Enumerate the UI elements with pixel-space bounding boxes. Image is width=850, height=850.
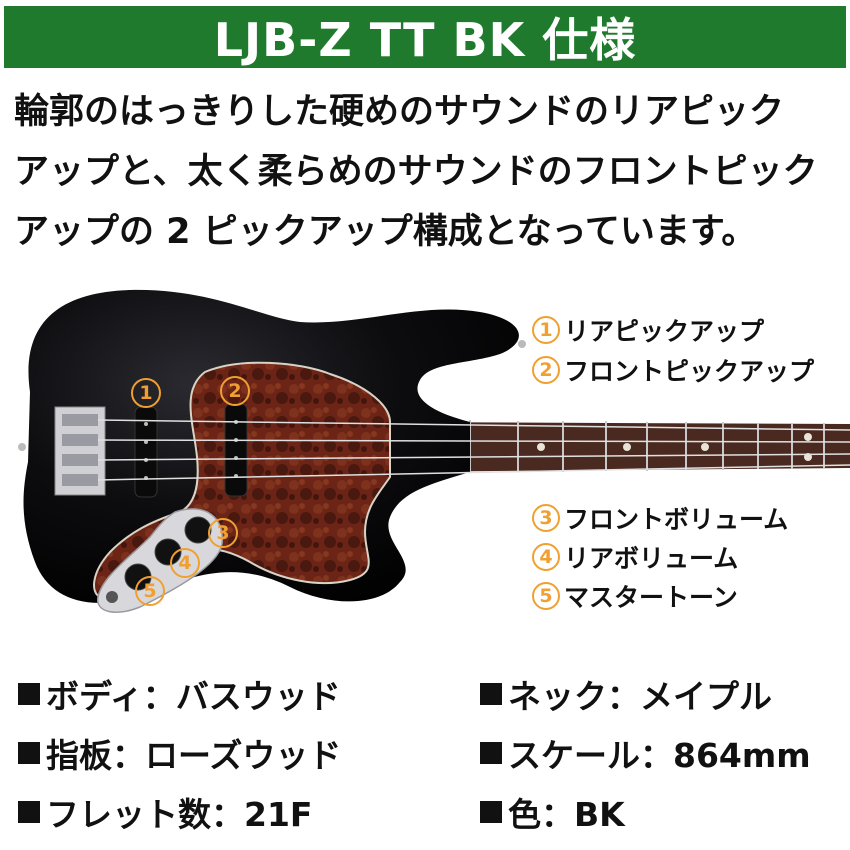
strap-pin [18,443,26,451]
spec-text: スケール：864mm [508,736,811,775]
callout-number: 1 [532,316,560,344]
bullet-square [18,801,40,823]
callout-front-pickup: 2 フロントピックアップ [532,352,814,388]
title-banner: LJB-Z TT BK 仕様 [4,6,846,68]
page-title: LJB-Z TT BK 仕様 [213,13,637,67]
badge-front-volume: 3 [208,518,238,548]
callout-number: 2 [532,356,560,384]
callout-label: リアボリューム [564,544,739,573]
callout-rear-volume: 4 リアボリューム [532,539,738,575]
knob-front-volume [184,516,212,544]
callout-label: フロントボリューム [564,505,789,534]
spec-body: ボディ：バスウッド [18,672,341,716]
callout-master-tone: 5 マスタートーン [532,578,738,614]
front-pickup [224,403,248,497]
spec-text: フレット数：21F [46,795,313,834]
intro-line: 輪郭のはっきりした硬めのサウンドのリアピック [14,92,785,132]
bullet-square [480,683,502,705]
spec-scale: スケール：864mm [480,731,811,775]
spec-neck: ネック：メイプル [480,672,772,716]
strings [97,419,850,481]
callout-rear-pickup: 1 リアピックアップ [532,312,764,348]
badge-master-tone: 5 [135,576,165,606]
callout-number: 4 [532,543,560,571]
spec-text: 指板：ローズウッド [46,736,342,775]
callout-front-volume: 3 フロントボリューム [532,500,788,536]
callout-label: フロントピックアップ [564,357,815,386]
callout-number: 5 [532,582,560,610]
output-jack [106,591,118,603]
spec-text: 色：BK [508,795,625,834]
badge-front-pickup: 2 [220,376,250,406]
spec-color: 色：BK [480,790,625,834]
callout-label: リアピックアップ [564,317,765,346]
bullet-square [18,683,40,705]
intro-text: 輪郭のはっきりした硬めのサウンドのリアピック アップと、太く柔らめのサウンドのフ… [14,82,844,262]
intro-line: アップの 2 ピックアップ構成となっています。 [14,212,757,252]
bullet-square [480,801,502,823]
strap-pin [518,340,526,348]
bullet-square [480,742,502,764]
badge-rear-pickup: 1 [131,378,161,408]
badge-rear-volume: 4 [170,548,200,578]
spec-text: ボディ：バスウッド [46,677,341,716]
callout-number: 3 [532,504,560,532]
bass-guitar-image [18,289,850,613]
intro-line: アップと、太く柔らめのサウンドのフロントピック [14,152,818,192]
fretboard [380,422,850,472]
spec-fingerboard: 指板：ローズウッド [18,731,341,775]
spec-text: ネック：メイプル [508,677,772,716]
bullet-square [18,742,40,764]
callout-label: マスタートーン [564,583,738,612]
spec-frets: フレット数：21F [18,790,312,834]
